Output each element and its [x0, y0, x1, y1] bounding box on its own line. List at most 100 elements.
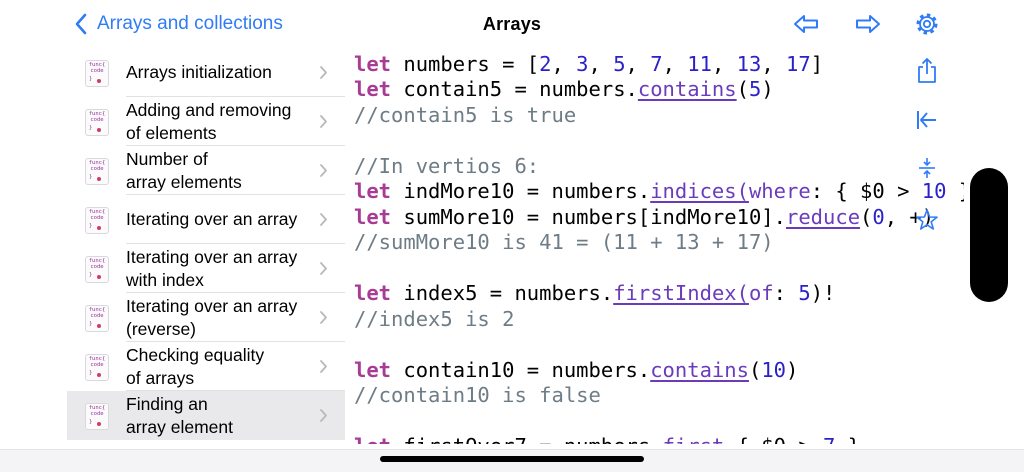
code-token: ) — [786, 358, 799, 382]
thumbnail-text: func{ — [88, 258, 106, 264]
list-item[interactable]: func{code}Iterating over an array with i… — [67, 244, 345, 293]
code-token[interactable]: reduce — [785, 205, 861, 229]
code-token: , — [662, 52, 688, 76]
code-thumbnail-icon: func{code} — [85, 354, 109, 381]
gear-icon[interactable] — [913, 10, 941, 38]
list-item[interactable]: func{code} Number of array elements — [67, 146, 345, 195]
thumbnail-text: code — [90, 215, 104, 221]
code-token: : — [773, 281, 799, 305]
navigation-bar: Arrays and collections Arrays — [0, 0, 1024, 48]
code-token: let — [354, 281, 392, 305]
chevron-right-icon — [320, 262, 327, 275]
list-item[interactable]: func{code} Finding an array element — [67, 391, 345, 440]
code-token: index5 = numbers. — [391, 281, 614, 305]
separator — [126, 96, 345, 97]
thumbnail-dot — [97, 79, 101, 83]
page-title: Arrays — [482, 14, 542, 34]
chevron-left-icon — [75, 13, 87, 35]
code-token[interactable]: contains — [637, 77, 737, 101]
list-item[interactable]: func{code}Iterating over an array (rever… — [67, 293, 345, 342]
code-token: ] — [810, 52, 824, 76]
list-item[interactable]: func{code}Adding and removing of element… — [67, 97, 345, 146]
code-token: 7 — [823, 434, 835, 444]
code-thumbnail-icon: func{code} — [85, 158, 109, 185]
code-token: let — [354, 205, 392, 229]
code-token: ( — [860, 205, 873, 229]
chevron-right-icon — [320, 409, 327, 422]
collapse-left-icon[interactable] — [914, 108, 940, 132]
thumbnail-dot — [97, 324, 101, 328]
back-button[interactable]: Arrays and collections — [74, 11, 283, 37]
code-token: ( — [748, 358, 762, 382]
separator — [126, 292, 345, 293]
code-view[interactable]: let numbers = [2, 3, 5, 7, 11, 13, 17]le… — [354, 52, 964, 444]
thumbnail-text: code — [90, 411, 104, 417]
thumbnail-text: } — [89, 125, 93, 131]
code-token: let — [354, 358, 392, 382]
chevron-right-icon — [320, 115, 327, 128]
code-token[interactable]: firstIndex( — [613, 281, 749, 305]
list-item-label: Finding an array element — [126, 393, 233, 437]
home-indicator[interactable] — [380, 456, 644, 462]
code-token: let — [354, 52, 392, 76]
arrow-left-icon[interactable] — [792, 12, 820, 36]
star-icon[interactable] — [915, 208, 939, 232]
code-line: //index5 is 2 — [354, 307, 514, 332]
code-token: let — [354, 434, 391, 444]
list-item-label: Iterating over an array (reverse) — [126, 295, 298, 339]
thumbnail-dot — [97, 128, 101, 132]
code-token: 11 — [687, 52, 712, 76]
code-token: )! — [810, 281, 836, 305]
thumbnail-text: func{ — [88, 405, 106, 411]
thumbnail-text: func{ — [88, 307, 106, 313]
thumbnail-text: code — [90, 117, 104, 123]
code-token: 0 — [872, 205, 885, 229]
code-token: , — [625, 52, 651, 76]
code-token: ( — [736, 77, 749, 101]
share-icon[interactable] — [914, 57, 940, 85]
split-icon[interactable] — [915, 156, 939, 180]
code-token: let — [354, 77, 392, 101]
thumbnail-dot — [97, 226, 101, 230]
thumbnail-text: code — [90, 264, 104, 270]
thumbnail-dot — [97, 422, 101, 426]
code-token: indMore10 = numbers. — [391, 179, 651, 203]
list-item[interactable]: func{code}Arrays initialization — [67, 48, 345, 97]
code-token: //In vertios 6: — [354, 154, 540, 178]
thumbnail-text: } — [89, 370, 93, 376]
code-line: let sumMore10 = numbers[indMore10].reduc… — [354, 205, 934, 230]
list-item-label: Iterating over an array — [126, 209, 298, 229]
list-item[interactable]: func{code}Iterating over an array — [67, 195, 345, 244]
code-token: 3 — [576, 52, 589, 76]
code-token: ) — [761, 77, 774, 101]
thumbnail-text: func{ — [88, 62, 106, 68]
code-token: , — [588, 52, 614, 76]
resize-handle[interactable] — [970, 168, 1008, 302]
list-item-label: Number of array elements — [126, 148, 242, 192]
code-token: numbers = [ — [391, 52, 540, 76]
arrow-right-icon[interactable] — [854, 12, 882, 36]
code-token[interactable]: contains — [650, 358, 749, 382]
back-button-label: Arrays and collections — [97, 13, 283, 34]
separator — [126, 341, 345, 342]
code-token: , — [711, 52, 737, 76]
code-line: //sumMore10 is 41 = (11 + 13 + 17) — [354, 230, 774, 255]
thumbnail-text: } — [89, 76, 93, 82]
code-token: 5 — [613, 52, 626, 76]
code-thumbnail-icon: func{code} — [85, 109, 109, 136]
code-token: where — [748, 179, 811, 203]
code-thumbnail-icon: func{code} — [85, 256, 109, 283]
separator — [126, 145, 345, 146]
code-token: firstOver7 = numbers. — [391, 434, 662, 444]
code-token: 5 — [748, 77, 762, 101]
code-token[interactable]: first — [663, 434, 725, 444]
separator — [126, 194, 345, 195]
separator — [126, 243, 345, 244]
code-token[interactable]: indices( — [650, 179, 749, 203]
code-token: contain5 = numbers. — [391, 77, 638, 101]
code-line: let numbers = [2, 3, 5, 7, 11, 13, 17] — [354, 52, 823, 77]
code-thumbnail-icon: func{code} — [85, 403, 109, 430]
thumbnail-text: code — [90, 166, 104, 172]
thumbnail-text: } — [89, 321, 93, 327]
list-item[interactable]: func{code}Checking equality of arrays — [67, 342, 345, 391]
